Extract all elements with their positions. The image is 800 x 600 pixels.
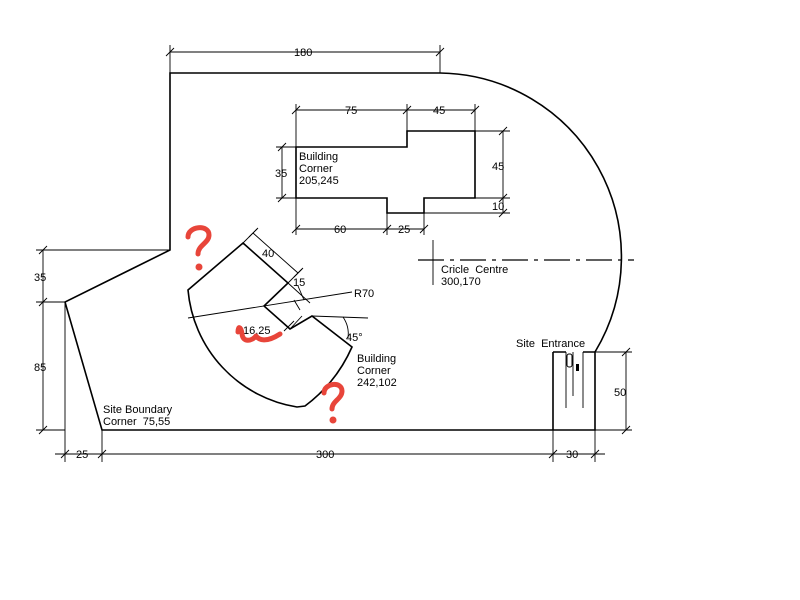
dimension-text: 180 75 45 35 45 60 25 10 35 85 25 300 30… bbox=[34, 47, 626, 461]
bldg2-corner-label-line1: Building bbox=[357, 353, 396, 365]
dim-bottom-main: 300 bbox=[316, 449, 334, 461]
drawing-labels: Building Corner 205,245 Cricle Centre 30… bbox=[103, 151, 585, 428]
circle-centre-line bbox=[418, 240, 634, 285]
dim-bldg2-offset: 16.25 bbox=[243, 325, 271, 337]
building-1-outline bbox=[295, 130, 476, 214]
dim-bottom-right: 30 bbox=[566, 449, 578, 461]
dim-bldg1-top-right: 45 bbox=[433, 105, 445, 117]
scribble-icon bbox=[235, 325, 283, 343]
dim-bldg1-top-left: 75 bbox=[345, 105, 357, 117]
dim-entrance-height: 50 bbox=[614, 387, 626, 399]
dim-bottom-left: 25 bbox=[76, 449, 88, 461]
dim-bldg2-angle: 45° bbox=[346, 332, 363, 344]
bldg1-corner-label-line2: Corner bbox=[299, 163, 333, 175]
dim-bldg1-left-height: 35 bbox=[275, 168, 287, 180]
dim-bldg1-bottom-mid: 25 bbox=[398, 224, 410, 236]
circle-centre-label-line2: 300,170 bbox=[441, 276, 481, 288]
dim-bldg2-step: 15 bbox=[293, 277, 305, 289]
question-mark-icon bbox=[321, 382, 345, 424]
red-markup bbox=[185, 225, 345, 424]
dim-bldg1-right-height: 45 bbox=[492, 161, 504, 173]
bldg1-corner-label-line1: Building bbox=[299, 151, 338, 163]
bldg2-corner-label-line3: 242,102 bbox=[357, 377, 397, 389]
site-boundary-label-line1: Site Boundary bbox=[103, 404, 173, 416]
dim-bldg2-arc-radius: R70 bbox=[354, 288, 374, 300]
circle-centre-label-line1: Cricle Centre bbox=[441, 264, 508, 276]
building-2-outline bbox=[187, 241, 353, 408]
bldg1-corner-label-line3: 205,245 bbox=[299, 175, 339, 187]
dim-top-width: 180 bbox=[294, 47, 312, 59]
dim-bldg1-bottom-right: 10 bbox=[492, 201, 504, 213]
site-boundary bbox=[64, 72, 623, 431]
dimension-lines bbox=[36, 45, 632, 462]
site-entrance-label: Site Entrance bbox=[516, 338, 585, 350]
dim-left-lower: 85 bbox=[34, 362, 46, 374]
dim-bldg2-top: 40 bbox=[262, 248, 274, 260]
bldg2-corner-label-line2: Corner bbox=[357, 365, 391, 377]
dim-bldg1-bottom-left: 60 bbox=[334, 224, 346, 236]
site-boundary-label-line2: Corner 75,55 bbox=[103, 416, 170, 428]
question-mark-icon bbox=[185, 225, 212, 271]
dim-left-upper: 35 bbox=[34, 272, 46, 284]
